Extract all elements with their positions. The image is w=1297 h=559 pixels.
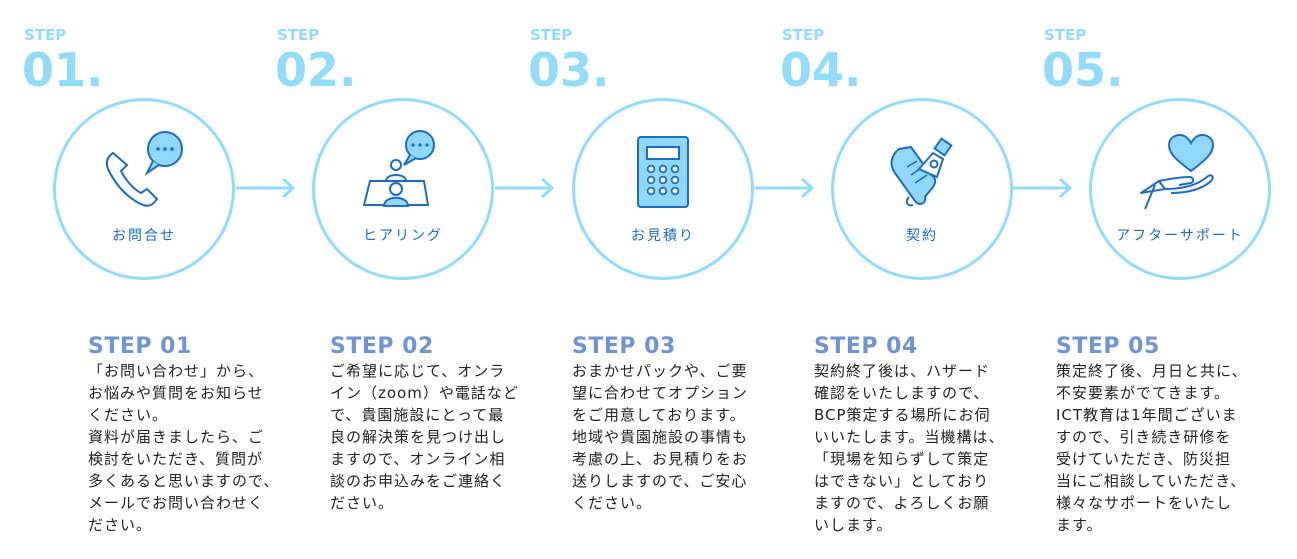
step-body: おまかせパックや、ご要 望に合わせてオプション をご用意しております。 地域や貴… [572,362,749,512]
hearing-meeting-icon [362,130,435,207]
step-number: 02. [275,43,357,97]
step-header-05: STEP 05. [1042,26,1124,96]
step-body: 策定終了後、月日と共に、 不安要素がでてきます。 ICT教育は1年間ございま す… [1056,362,1248,534]
step-body: ご希望に応じて、オンラ イン（zoom）や電話など で、貴園施設にとって最 良の… [330,362,519,512]
step-label: お見積り [631,228,695,244]
heart-hand-icon [1140,133,1215,210]
step-description-04: STEP 04 契約終了後は、ハザード 確認をいたしますので、 BCP策定する場… [814,334,1050,536]
step-number: 04. [780,43,862,97]
calculator-icon [637,136,689,208]
step-label: お問合せ [112,228,176,244]
step-header-03: STEP 03. [528,26,610,96]
step-word: STEP [1044,26,1087,44]
step-circle-05: アフターサポート [1089,98,1271,280]
phone-chat-icon [105,131,183,207]
arrow-right-icon [755,177,815,199]
step-heading: STEP 01 [88,334,192,359]
step-number: 03. [528,43,610,97]
step-header-02: STEP 02. [275,26,357,96]
arrow-right-icon [495,177,555,199]
step-description-05: STEP 05 策定終了後、月日と共に、 不安要素がでてきます。 ICT教育は1… [1056,334,1292,536]
step-description-01: STEP 01 「お問い合わせ」から、 お悩みや質問をお知らせ ください。 資料… [88,334,324,536]
step-label: ヒアリング [363,228,443,244]
step-number: 05. [1042,43,1124,97]
step-heading: STEP 05 [1056,334,1160,359]
step-header-01: STEP 01. [22,26,104,96]
step-word: STEP [782,26,825,44]
step-word: STEP [530,26,573,44]
step-body: 「お問い合わせ」から、 お悩みや質問をお知らせ ください。 資料が届きましたら、… [88,362,280,534]
step-header-04: STEP 04. [780,26,862,96]
step-description-02: STEP 02 ご希望に応じて、オンラ イン（zoom）や電話など で、貴園施設… [330,334,566,514]
step-circle-03: お見積り [572,98,754,280]
step-label: 契約 [906,228,938,244]
step-body: 契約終了後は、ハザード 確認をいたしますので、 BCP策定する場所にお伺 いいた… [814,362,1005,534]
step-label: アフターサポート [1116,228,1244,244]
step-heading: STEP 02 [330,334,434,359]
step-word: STEP [277,26,320,44]
step-circle-02: ヒアリング [312,98,494,280]
step-word: STEP [24,26,67,44]
contract-pen-icon [890,137,953,207]
step-circle-04: 契約 [831,98,1013,280]
step-heading: STEP 04 [814,334,918,359]
arrow-right-icon [236,177,296,199]
step-description-03: STEP 03 おまかせパックや、ご要 望に合わせてオプション をご用意しており… [572,334,808,514]
step-number: 01. [22,43,104,97]
step-circle-01: お問合せ [53,98,235,280]
arrow-right-icon [1013,177,1073,199]
step-heading: STEP 03 [572,334,676,359]
